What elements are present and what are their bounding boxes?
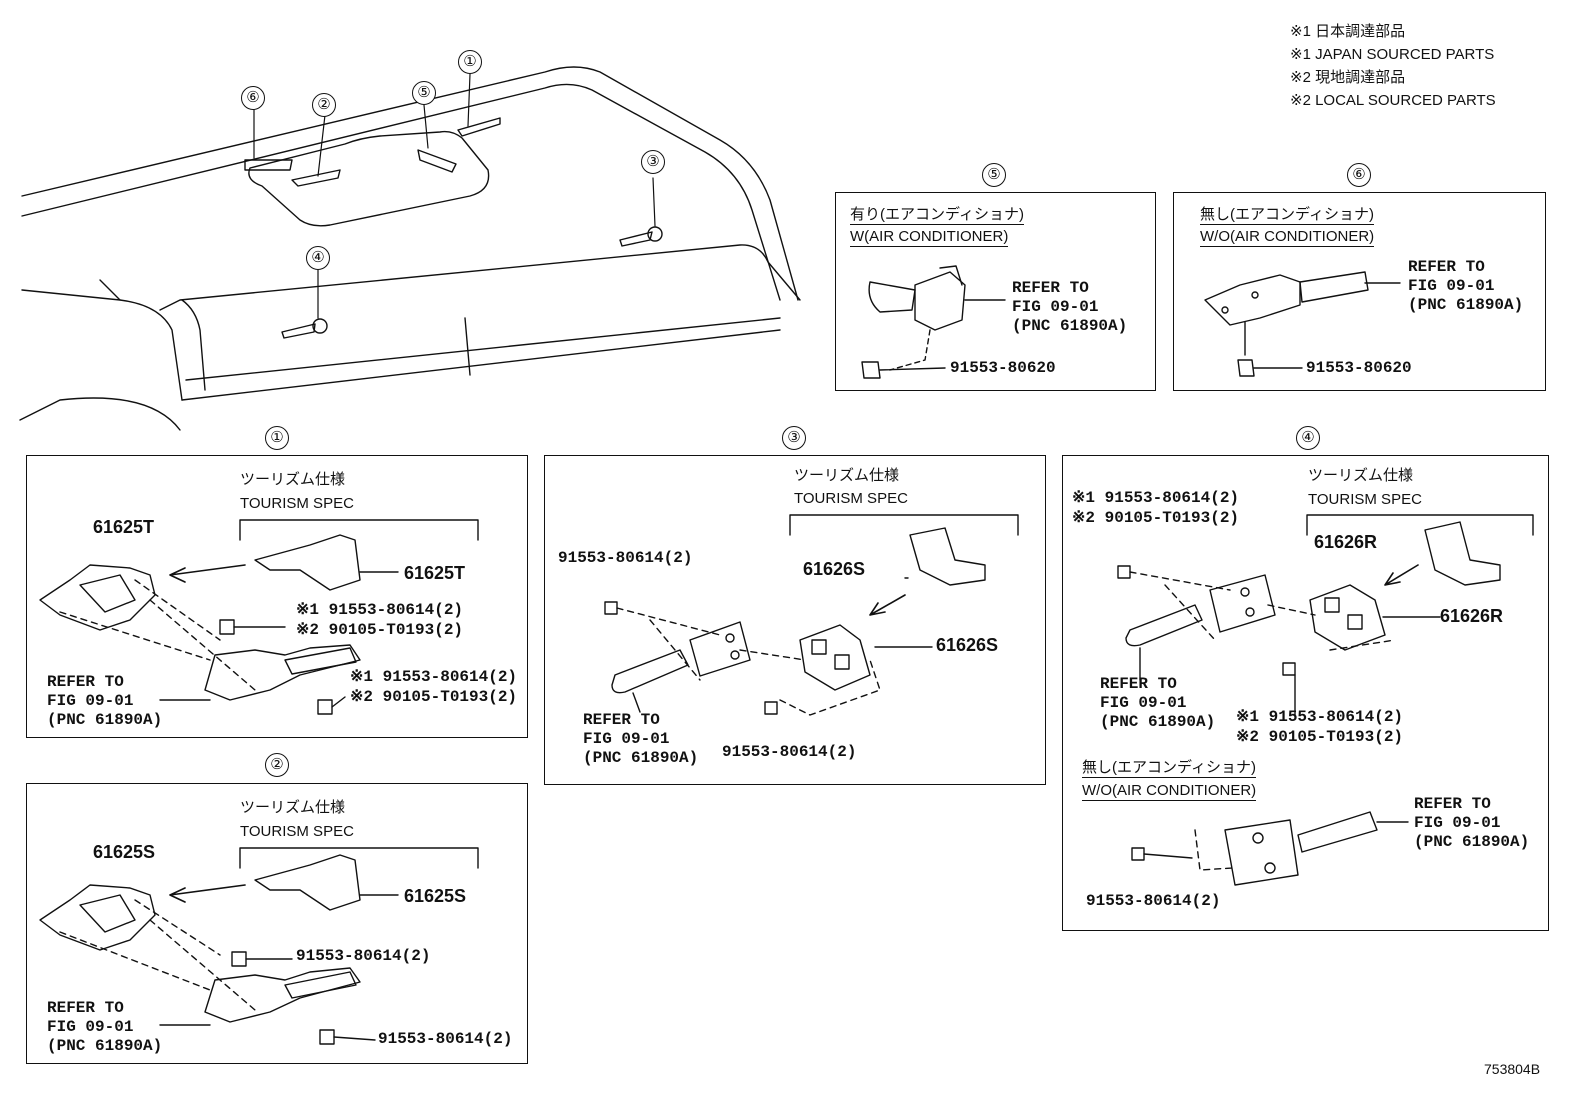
panel2-callout: ② xyxy=(265,753,289,777)
panel5-refer-line1: REFER TO xyxy=(1012,279,1089,297)
panel4-callout: ④ xyxy=(1296,426,1320,450)
panel5-art xyxy=(861,265,1006,379)
panel3-part-61626s-tourism[interactable]: 61626S xyxy=(803,559,866,579)
panel4-bolt-c[interactable]: 91553-80614(2) xyxy=(1086,892,1221,910)
panel1-callout: ① xyxy=(265,426,289,450)
panel1-refer-line2: FIG 09-01 xyxy=(47,692,134,710)
panel4-bolt-a-local[interactable]: ※2 90105-T0193(2) xyxy=(1072,509,1240,527)
panel2-art xyxy=(39,854,399,1045)
panel4-refer2-line1: REFER TO xyxy=(1414,795,1491,813)
legend-local-en: ※2 LOCAL SOURCED PARTS xyxy=(1290,92,1496,109)
panel2-spec-en: TOURISM SPEC xyxy=(240,823,354,840)
panel3-refer-line3: (PNC 61890A) xyxy=(583,749,699,767)
panel6-box xyxy=(1173,192,1546,391)
panel1-art xyxy=(39,534,399,715)
panel2-part-61625s-main[interactable]: 61625S xyxy=(93,842,156,862)
panel1-refer-line1: REFER TO xyxy=(47,673,124,691)
panel4-bolt-b-japan[interactable]: ※1 91553-80614(2) xyxy=(1236,708,1404,726)
panel1-part-61625t-main[interactable]: 61625T xyxy=(93,517,155,537)
panel4-box xyxy=(1062,455,1549,931)
legend-japan-jp: ※1 日本調達部品 xyxy=(1290,23,1406,40)
panel4-refer-line3: (PNC 61890A) xyxy=(1100,713,1216,731)
panel4-wo-ac-jp: 無し(エアコンディショナ) xyxy=(1082,759,1256,778)
panel4-refer-line2: FIG 09-01 xyxy=(1100,694,1187,712)
panel1-spec-jp: ツーリズム仕様 xyxy=(240,471,346,488)
panel1-bolt-a-japan[interactable]: ※1 91553-80614(2) xyxy=(296,601,464,619)
panel4-spec-jp: ツーリズム仕様 xyxy=(1308,467,1414,484)
panel4-part-61626r-tourism[interactable]: 61626R xyxy=(1314,532,1378,552)
panel4-refer-line1: REFER TO xyxy=(1100,675,1177,693)
panel1-bolt-b-japan[interactable]: ※1 91553-80614(2) xyxy=(350,668,518,686)
panel5-w-ac-jp: 有り(エアコンディショナ) xyxy=(850,206,1024,225)
panel4-spec-en: TOURISM SPEC xyxy=(1308,491,1422,508)
panel5-bolt-part[interactable]: 91553-80620 xyxy=(950,359,1056,377)
figure-id: 753804B xyxy=(1484,1061,1541,1077)
panel1-bolt-b-local[interactable]: ※2 90105-T0193(2) xyxy=(350,688,518,706)
panel2-refer-line2: FIG 09-01 xyxy=(47,1018,134,1036)
panel3-bolt-top[interactable]: 91553-80614(2) xyxy=(558,549,693,567)
panel6-wo-ac-jp: 無し(エアコンディショナ) xyxy=(1200,206,1374,225)
overview-callout-5[interactable]: ⑤ xyxy=(412,81,436,105)
panel4-bolt-b-local[interactable]: ※2 90105-T0193(2) xyxy=(1236,728,1404,746)
panel6-refer-line2: FIG 09-01 xyxy=(1408,277,1495,295)
panel2-refer-line3: (PNC 61890A) xyxy=(47,1037,163,1055)
panel5-callout: ⑤ xyxy=(982,163,1006,187)
panel4-refer2-line2: FIG 09-01 xyxy=(1414,814,1501,832)
vehicle-roof-outline xyxy=(19,66,801,431)
panel5-w-ac-en: W(AIR CONDITIONER) xyxy=(850,228,1009,247)
panel4-part-61626r-main[interactable]: 61626R xyxy=(1440,606,1504,626)
overview-callout-4[interactable]: ④ xyxy=(306,246,330,270)
panel2-spec-jp: ツーリズム仕様 xyxy=(240,799,346,816)
panel2-bolt-a[interactable]: 91553-80614(2) xyxy=(296,947,431,965)
panel3-art xyxy=(604,527,986,716)
panel1-bolt-a-local[interactable]: ※2 90105-T0193(2) xyxy=(296,621,464,639)
panel3-box xyxy=(544,455,1046,785)
panel6-refer-line1: REFER TO xyxy=(1408,258,1485,276)
panel1-box xyxy=(26,455,528,738)
panel4-wo-ac-en: W/O(AIR CONDITIONER) xyxy=(1082,782,1257,801)
panel3-spec-jp: ツーリズム仕様 xyxy=(794,467,900,484)
panel2-bolt-b[interactable]: 91553-80614(2) xyxy=(378,1030,513,1048)
overview-callout-3[interactable]: ③ xyxy=(641,150,665,174)
overview-callout-6[interactable]: ⑥ xyxy=(241,86,265,110)
panel4-art xyxy=(1117,521,1501,886)
panel5-refer-line3: (PNC 61890A) xyxy=(1012,317,1128,335)
panel4-refer2-line3: (PNC 61890A) xyxy=(1414,833,1530,851)
overview-callout-1[interactable]: ① xyxy=(458,50,482,74)
panel6-bolt-part[interactable]: 91553-80620 xyxy=(1306,359,1412,377)
panel5-box xyxy=(835,192,1156,391)
panel3-callout: ③ xyxy=(782,426,806,450)
panel1-part-61625t-tourism[interactable]: 61625T xyxy=(404,563,466,583)
overview-callout-leaders xyxy=(253,73,656,319)
legend-local-jp: ※2 現地調達部品 xyxy=(1290,69,1406,86)
panel1-spec-en: TOURISM SPEC xyxy=(240,495,354,512)
overview-callout-2[interactable]: ② xyxy=(312,93,336,117)
spec-brackets xyxy=(239,514,1534,869)
panel2-part-61625s-tourism[interactable]: 61625S xyxy=(404,886,467,906)
panel3-part-61626s-main[interactable]: 61626S xyxy=(936,635,999,655)
panel3-bolt-bottom[interactable]: 91553-80614(2) xyxy=(722,743,857,761)
panel6-art xyxy=(1204,271,1401,377)
panel3-refer-line2: FIG 09-01 xyxy=(583,730,670,748)
panel3-refer-line1: REFER TO xyxy=(583,711,660,729)
panel4-bolt-a-japan[interactable]: ※1 91553-80614(2) xyxy=(1072,489,1240,507)
panel3-spec-en: TOURISM SPEC xyxy=(794,490,908,507)
overview-visor-parts xyxy=(244,117,663,339)
panel6-refer-line3: (PNC 61890A) xyxy=(1408,296,1524,314)
panel2-box xyxy=(26,783,528,1064)
panel2-refer-line1: REFER TO xyxy=(47,999,124,1017)
panel6-callout: ⑥ xyxy=(1347,163,1371,187)
legend-japan-en: ※1 JAPAN SOURCED PARTS xyxy=(1290,46,1495,63)
panel6-wo-ac-en: W/O(AIR CONDITIONER) xyxy=(1200,228,1375,247)
panel1-refer-line3: (PNC 61890A) xyxy=(47,711,163,729)
panel5-refer-line2: FIG 09-01 xyxy=(1012,298,1099,316)
